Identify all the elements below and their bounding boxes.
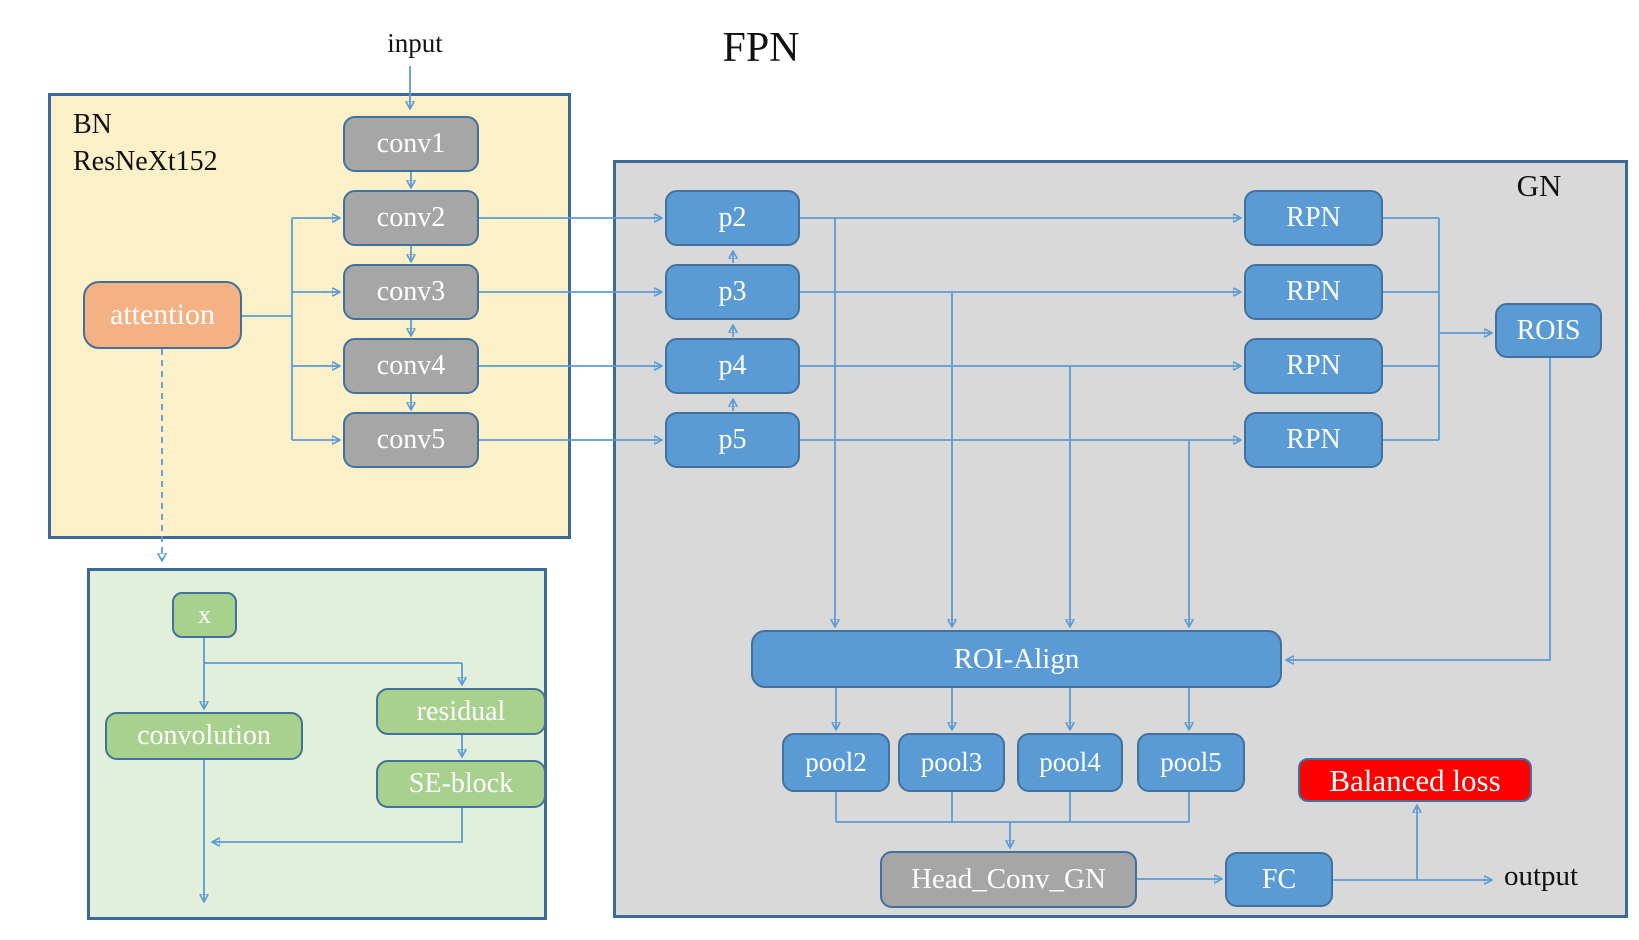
backbone-label: BN ResNeXt152	[73, 106, 218, 180]
node-residual: residual	[376, 688, 546, 735]
edge-seblock-merge	[213, 808, 463, 842]
node-se-block: SE-block	[376, 760, 546, 808]
node-rpn-4: RPN	[1244, 412, 1383, 468]
input-label: input	[387, 28, 443, 58]
node-pool4: pool4	[1017, 733, 1123, 792]
output-label: output	[1504, 860, 1579, 892]
node-p3: p3	[665, 264, 800, 320]
node-rpn-3: RPN	[1244, 338, 1383, 394]
node-fc: FC	[1225, 852, 1333, 907]
node-rpn-2: RPN	[1244, 264, 1383, 320]
node-attention: attention	[83, 281, 242, 349]
node-roi-align: ROI-Align	[751, 630, 1282, 688]
backbone-label-name: ResNeXt152	[73, 146, 218, 177]
node-convolution: convolution	[105, 712, 303, 760]
node-x: x	[172, 592, 237, 638]
node-p2: p2	[665, 190, 800, 246]
edge-rois-roialign	[1287, 358, 1551, 660]
gn-corner-label: GN	[1516, 168, 1562, 203]
backbone-label-bn: BN	[73, 109, 112, 140]
node-pool2: pool2	[782, 733, 890, 792]
node-conv4: conv4	[343, 338, 479, 394]
node-conv5: conv5	[343, 412, 479, 468]
node-conv3: conv3	[343, 264, 479, 320]
node-p5: p5	[665, 412, 800, 468]
node-balanced-loss: Balanced loss	[1298, 758, 1532, 802]
node-pool5: pool5	[1137, 733, 1245, 792]
node-head-conv-gn: Head_Conv_GN	[880, 851, 1137, 908]
node-rpn-1: RPN	[1244, 190, 1383, 246]
node-rois: ROIS	[1495, 303, 1602, 358]
node-pool3: pool3	[898, 733, 1005, 792]
node-conv1: conv1	[343, 116, 479, 172]
node-p4: p4	[665, 338, 800, 394]
diagram-title: FPN	[722, 25, 800, 71]
node-conv2: conv2	[343, 190, 479, 246]
